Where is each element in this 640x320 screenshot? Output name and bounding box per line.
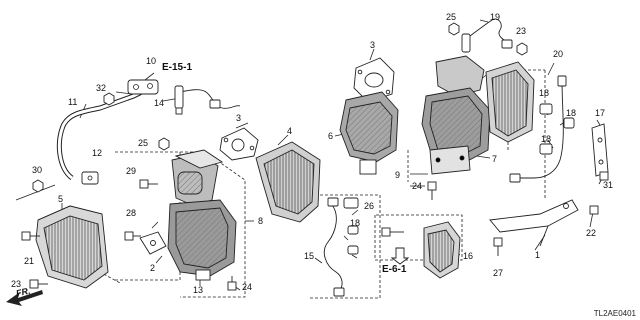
callout-3-left: 3 — [236, 113, 242, 123]
sensor-14 — [174, 85, 241, 115]
callout-12: 12 — [92, 148, 103, 158]
clip-26 — [343, 197, 359, 255]
callout-6: 6 — [328, 131, 334, 141]
callout-13: 13 — [193, 285, 204, 295]
heat-shield-4 — [255, 141, 321, 223]
callout-24-mid: 24 — [412, 181, 423, 191]
bracket-17 — [591, 123, 609, 177]
bolt-31 — [599, 171, 609, 181]
callout-20: 20 — [553, 49, 564, 59]
callout-18-a: 18 — [539, 88, 550, 98]
bolt-29 — [139, 179, 158, 189]
callout-4: 4 — [287, 126, 293, 136]
callout-25-left: 25 — [138, 138, 149, 148]
nut-23-top — [516, 42, 528, 56]
callout-24-lower: 24 — [242, 282, 253, 292]
callout-29: 29 — [126, 166, 137, 176]
callout-15: 15 — [304, 251, 315, 261]
callout-21: 21 — [24, 256, 35, 266]
nut-25-left — [158, 137, 170, 151]
callout-8: 8 — [258, 216, 264, 226]
callout-19: 19 — [490, 12, 501, 22]
bolt-24-mid — [427, 181, 437, 200]
front-direction-arrow — [6, 290, 43, 306]
callout-1: 1 — [535, 250, 541, 260]
callout-2: 2 — [150, 263, 156, 273]
gasket-3-left — [219, 127, 259, 161]
sensor-15 — [323, 197, 345, 297]
nut-32 — [103, 92, 115, 106]
callout-18-d: 18 — [350, 218, 361, 228]
callout-16: 16 — [463, 251, 474, 261]
callout-32: 32 — [96, 83, 107, 93]
bolt-21 — [21, 231, 40, 241]
converter-7 — [421, 55, 535, 175]
fasteners — [21, 22, 609, 291]
callout-23-left: 23 — [11, 279, 22, 289]
sensor-harness-20 — [509, 75, 567, 183]
bolt-24-lower — [227, 276, 237, 291]
section-ref-e15-1[interactable]: E-15-1 — [162, 62, 193, 73]
callout-3-center: 3 — [370, 40, 376, 50]
callout-27: 27 — [493, 268, 504, 278]
callout-25-top: 25 — [446, 12, 457, 22]
nut-30 — [32, 179, 44, 193]
callout-9: 9 — [395, 170, 401, 180]
callout-10: 10 — [146, 56, 157, 66]
callout-22: 22 — [586, 228, 597, 238]
catalytic-converter-8 — [167, 149, 237, 281]
section-ref-arrow — [390, 247, 410, 265]
bolt-22 — [589, 205, 599, 215]
callout-11: 11 — [68, 97, 78, 107]
callout-18-c: 18 — [541, 134, 552, 144]
diagram-code: TL2AE0401 — [593, 309, 636, 318]
part-16 — [423, 221, 461, 279]
bolt-27 — [493, 237, 503, 256]
hanger-bracket-1 — [489, 199, 579, 247]
callout-5: 5 — [58, 194, 64, 204]
callout-17: 17 — [595, 108, 606, 118]
clips-18-right — [539, 103, 575, 155]
callout-28: 28 — [126, 208, 137, 218]
pipe-assembly-11 — [56, 79, 159, 185]
bracket-2 — [139, 231, 167, 255]
callout-30: 30 — [32, 165, 43, 175]
gasket-3-center — [353, 57, 395, 103]
callout-14: 14 — [154, 98, 165, 108]
sensor-19 — [461, 18, 513, 53]
bolt-e61 — [381, 227, 404, 237]
callout-23-top: 23 — [516, 26, 527, 36]
bolt-28 — [124, 231, 141, 241]
callout-31: 31 — [603, 180, 614, 190]
callout-26: 26 — [364, 201, 375, 211]
nut-25-top — [448, 22, 460, 36]
section-ref-e6-1[interactable]: E-6-1 — [382, 264, 407, 275]
heat-shield-5 — [35, 205, 109, 289]
callout-7-lower: 7 — [492, 154, 498, 164]
converter-6 — [339, 91, 399, 175]
callout-18-b: 18 — [566, 108, 577, 118]
bolt-23-left — [29, 279, 48, 289]
